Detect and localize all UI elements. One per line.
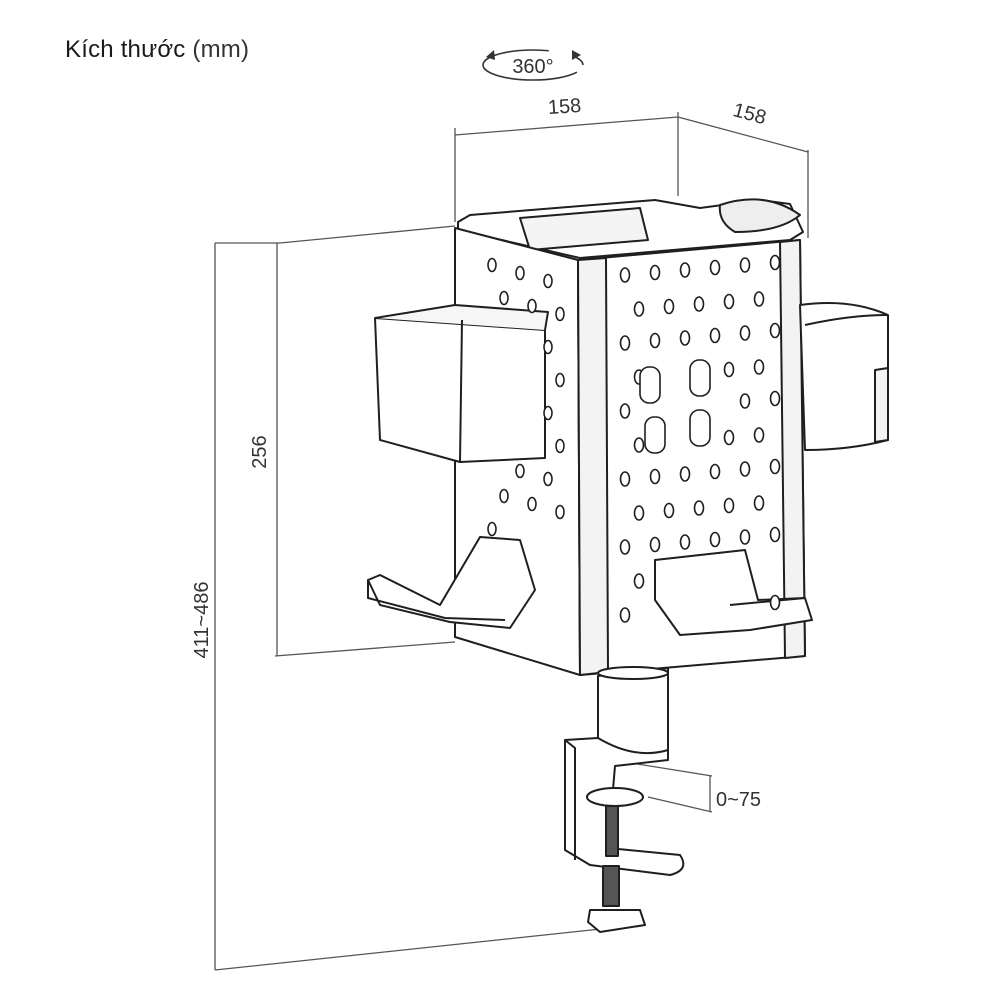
panel-hole (619, 607, 631, 623)
panel-hole (527, 496, 537, 512)
page-title: Kích thước (mm) (65, 36, 249, 64)
panel-hole (499, 290, 509, 306)
panel-hole (555, 306, 565, 322)
panel-hole (633, 505, 645, 521)
panel-hole (739, 529, 751, 545)
panel-hole (543, 405, 553, 421)
panel-hole (769, 526, 781, 543)
panel-hole (679, 466, 691, 482)
top-inner (519, 207, 649, 251)
panel-hole (515, 463, 525, 479)
panel-hole (709, 531, 721, 548)
panel-hole (555, 372, 565, 388)
panel-hole (723, 497, 735, 514)
panel-hole (769, 594, 781, 611)
panel-hole (555, 504, 565, 520)
panel-hole (769, 390, 781, 407)
title-main: Kích thước (65, 36, 186, 63)
panel-hole (709, 327, 721, 344)
keyhole-slot (689, 359, 711, 397)
panel-hole (649, 332, 661, 349)
panel-hole (663, 502, 675, 519)
panel-hole (769, 322, 781, 339)
panel-hole (709, 463, 721, 480)
panel-hole (619, 335, 631, 351)
title-unit: (mm) (192, 36, 250, 63)
dimension-lines (214, 112, 809, 971)
panel-hole (723, 429, 735, 446)
keyhole-slot (639, 366, 661, 404)
clamp-pad (586, 787, 644, 807)
keyhole-slot (644, 416, 666, 454)
dim-clamp-opening: 0~75 (716, 789, 761, 811)
dim-total-height: 411~486 (191, 582, 213, 659)
clamp-knob (587, 909, 646, 933)
panel-hole (487, 521, 497, 537)
panel-hole (693, 296, 705, 312)
panel-hole (619, 267, 631, 283)
rotation-indicator: 360° (482, 49, 584, 81)
panel-hole (679, 262, 691, 278)
panel-hole (679, 534, 691, 550)
panel-hole (527, 298, 537, 314)
panel-hole (649, 468, 661, 485)
panel-hole (515, 265, 525, 281)
panel-hole (543, 471, 553, 487)
cpu-holder (367, 198, 889, 933)
panel-hole (723, 293, 735, 310)
panel-hole (723, 361, 735, 378)
rotation-label: 360° (512, 56, 553, 78)
panel-hole (499, 488, 509, 504)
clamp-screw (605, 805, 619, 857)
left-hook (367, 536, 536, 629)
panel-hole (633, 301, 645, 317)
panel-hole (649, 536, 661, 553)
panel-hole (753, 291, 765, 307)
rotate-arrow-icon (572, 50, 581, 60)
panel-hole (739, 325, 751, 341)
panel-hole (739, 461, 751, 477)
panel-hole (753, 427, 765, 443)
keyhole-slot (689, 409, 711, 447)
left-cup-rim (374, 304, 549, 331)
cable-loop (718, 198, 801, 233)
panel-hole (769, 254, 781, 271)
panel-hole (753, 495, 765, 511)
dim-width-side: 158 (731, 99, 769, 129)
panel-hole (693, 500, 705, 516)
panel-hole (633, 437, 645, 453)
rotate-arrow-icon (486, 50, 495, 60)
panel-hole (619, 471, 631, 487)
dim-width-front: 158 (547, 95, 582, 119)
panel-hole (543, 273, 553, 289)
right-hook (654, 549, 813, 636)
panel-hole (679, 330, 691, 346)
panel-hole (543, 339, 553, 355)
clamp-screw-lower (602, 865, 620, 907)
panel-hole (769, 458, 781, 475)
panel-hole (709, 259, 721, 276)
panel-hole (753, 359, 765, 375)
panel-hole (555, 438, 565, 454)
dim-box-height: 256 (249, 435, 271, 468)
panel-hole (619, 539, 631, 555)
corner-bracket (577, 257, 609, 676)
panel-hole (633, 573, 645, 589)
panel-hole (619, 403, 631, 419)
panel-hole (739, 393, 751, 409)
panel-hole (663, 298, 675, 315)
panel-holes (487, 254, 781, 623)
panel-hole (487, 257, 497, 273)
panel-hole (649, 264, 661, 281)
edge-bracket (779, 239, 806, 659)
panel-hole (739, 257, 751, 273)
